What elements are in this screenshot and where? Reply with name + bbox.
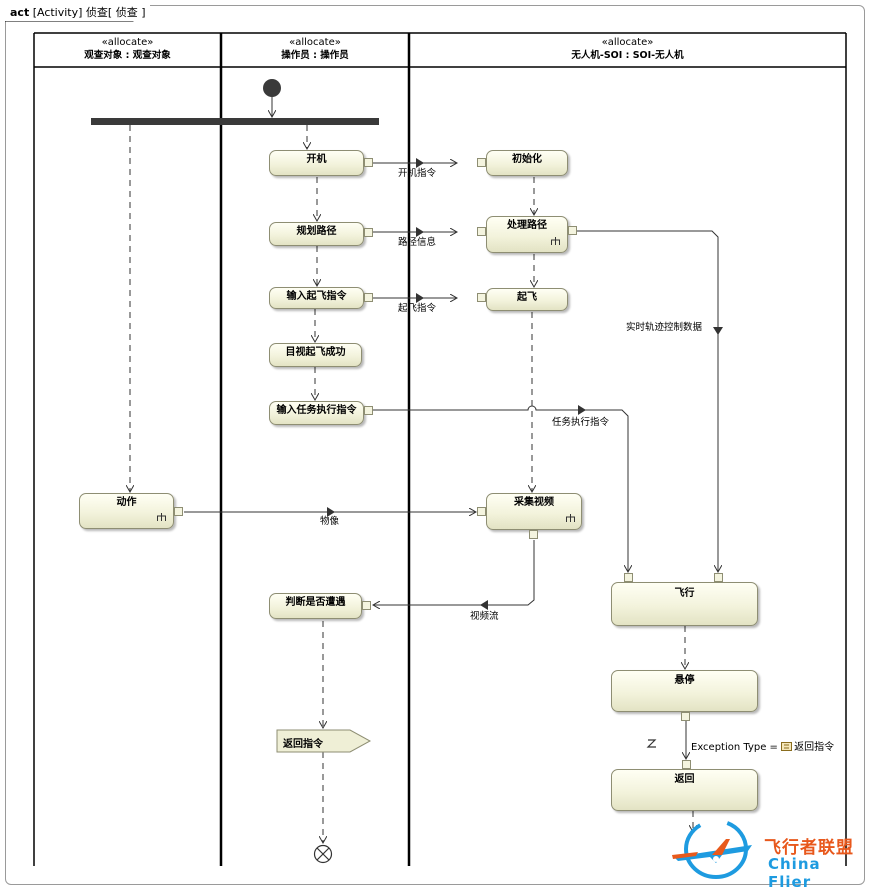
input-pin [477,293,486,302]
action-label: 判断是否遭遇 [285,597,346,608]
input-pin [477,158,486,167]
action-label: 悬停 [674,675,695,686]
edge-label-track-data: 实时轨迹控制数据 [626,322,703,333]
action-label: 返回 [674,774,695,785]
action-init[interactable]: 初始化 [486,150,568,176]
signal-icon [781,742,793,751]
swimlanes [33,32,847,866]
output-pin [364,293,373,302]
lane-header-uav: «allocate» 无人机-SOI : SOI-无人机 [409,36,846,62]
input-pin [477,227,486,236]
flow-direction-markers [327,158,723,610]
action-label: 目视起飞成功 [285,347,346,358]
control-flows [130,125,693,843]
fork-bar [91,118,379,125]
input-pin [477,507,486,516]
action-input-task[interactable]: 输入任务执行指令 [269,401,364,425]
edge-label-video: 视频流 [470,611,499,622]
action-label: 输入起飞指令 [286,291,347,302]
action-label: 开机 [306,154,327,165]
lane-stereotype: «allocate» [601,37,654,48]
send-signal-shape [276,729,372,753]
watermark-cn-text: 飞行者联盟 [764,838,854,858]
frame-title-text: [Activity] 侦查[ 侦查 ] [32,6,146,19]
exception-output-pin [681,712,690,721]
rake-icon [551,237,560,245]
watermark-emblem-icon [672,819,752,879]
input-pin [714,573,723,582]
action-label: 飞行 [674,588,695,599]
output-pin [364,406,373,415]
edge-label-takeoff-cmd: 起飞指令 [398,303,437,314]
action-label: 采集视频 [514,497,554,508]
rake-icon [566,514,575,522]
action-power-on[interactable]: 开机 [269,150,364,176]
action-label: 输入任务执行指令 [276,405,357,416]
action-act-move[interactable]: 动作 [79,493,174,529]
watermark-logo: 飞行者联盟 China Flier [668,815,868,891]
lane-stereotype: «allocate» [101,37,154,48]
input-pin [624,573,633,582]
action-judge[interactable]: 判断是否遭遇 [269,593,362,619]
exception-lightning-icon [646,739,657,748]
action-process-path[interactable]: 处理路径 [486,216,568,253]
action-visual-takeoff[interactable]: 目视起飞成功 [269,343,362,367]
frame-keyword: act [10,6,30,19]
flow-final-node [313,844,333,864]
lane-name: 操作员 : 操作员 [281,50,349,61]
action-takeoff[interactable]: 起飞 [486,288,568,311]
input-pin [362,601,371,610]
action-return[interactable]: 返回 [611,769,758,811]
action-hover[interactable]: 悬停 [611,670,758,712]
edge-label-power-cmd: 开机指令 [398,168,437,179]
action-fly[interactable]: 飞行 [611,582,758,626]
action-plan-path[interactable]: 规划路径 [269,222,364,246]
output-pin [364,158,373,167]
rake-icon [157,513,166,521]
send-signal-label: 返回指令 [283,739,323,750]
exception-type-label: Exception Type = 返回指令 [691,738,834,753]
action-input-takeoff[interactable]: 输入起飞指令 [269,287,364,309]
output-pin [174,507,183,516]
initial-node [263,79,281,97]
output-pin [568,226,577,235]
exception-input-pin [682,760,691,769]
lane-name: 观查对象 : 观查对象 [84,50,171,61]
diagram-frame [5,5,865,885]
action-capture-video[interactable]: 采集视频 [486,493,582,530]
lane-name: 无人机-SOI : SOI-无人机 [571,50,684,61]
action-label: 处理路径 [507,220,547,231]
output-pin [364,228,373,237]
action-label: 动作 [116,497,137,508]
action-label: 初始化 [512,154,542,165]
watermark-en-text: China Flier [768,855,821,891]
exception-type-value: 返回指令 [794,742,835,753]
action-label: 规划路径 [296,226,337,237]
lane-header-operator: «allocate» 操作员 : 操作员 [221,36,409,62]
edge-label-path-info: 路径信息 [398,237,437,248]
lane-header-observed: «allocate» 观查对象 : 观查对象 [34,36,221,62]
output-pin [529,530,538,539]
edge-label-task-cmd: 任务执行指令 [552,417,610,428]
lane-stereotype: «allocate» [289,37,341,48]
frame-title: act [Activity] 侦查[ 侦查 ] [5,5,150,21]
edge-label-object: 物像 [320,516,340,527]
exception-type-text: Exception Type = [691,742,782,753]
action-label: 起飞 [517,292,537,303]
